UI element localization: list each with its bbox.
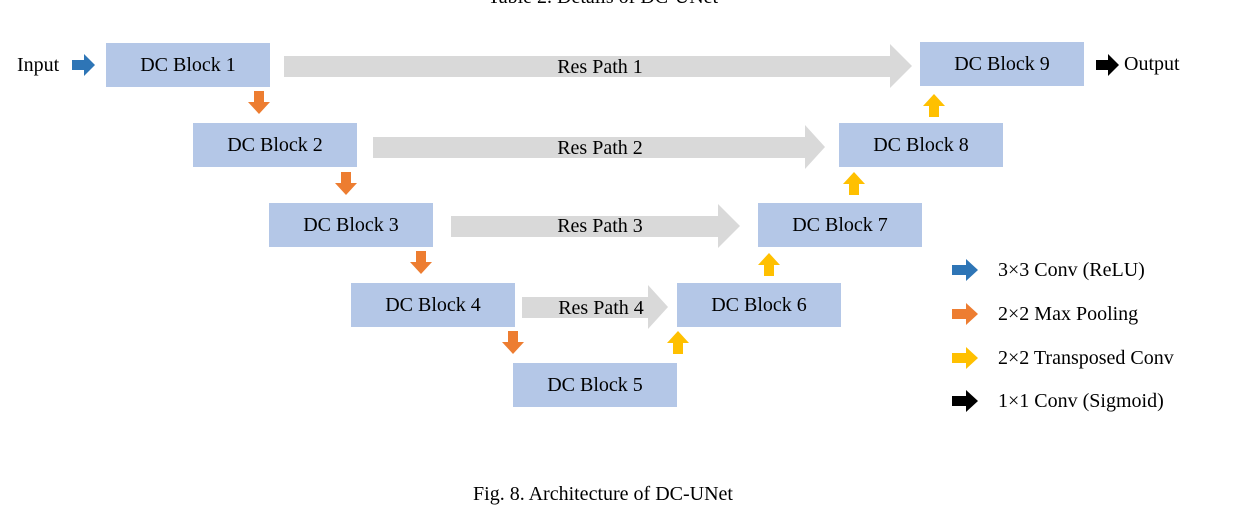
res-path-3-label: Res Path 3: [557, 215, 643, 237]
pool-arrow-1: [248, 91, 270, 114]
dc-block-6: DC Block 6: [677, 283, 841, 327]
res-path-4-label: Res Path 4: [558, 297, 644, 319]
legend-pool-arrow: [952, 303, 978, 325]
legend-sigmoid-arrow: [952, 390, 978, 412]
pool-arrow-3: [410, 251, 432, 274]
upconv-arrow-6-7: [758, 253, 780, 276]
upconv-arrow-5-6: [667, 331, 689, 354]
res-path-4-arrow: [522, 285, 668, 329]
upconv-arrow-7-8: [843, 172, 865, 195]
res-path-1-arrow: [284, 44, 912, 88]
pool-arrow-2: [335, 172, 357, 195]
res-path-1-label: Res Path 1: [557, 56, 643, 78]
input-label: Input: [17, 54, 60, 76]
upconv-arrow-8-9: [923, 94, 945, 117]
legend-sigmoid-label: 1×1 Conv (Sigmoid): [998, 390, 1164, 412]
dc-block-9: DC Block 9: [920, 42, 1084, 86]
res-path-3-arrow: [451, 204, 740, 248]
legend-pool-label: 2×2 Max Pooling: [998, 303, 1139, 325]
dc-block-4: DC Block 4: [351, 283, 515, 327]
figure-caption: Fig. 8. Architecture of DC-UNet: [473, 483, 733, 505]
legend-transposed-label: 2×2 Transposed Conv: [998, 347, 1174, 369]
dc-block-2: DC Block 2: [193, 123, 357, 167]
dc-block-1: DC Block 1: [106, 43, 270, 87]
dc-block-3: DC Block 3: [269, 203, 433, 247]
legend-transposed-arrow: [952, 347, 978, 369]
input-conv-arrow: [72, 54, 95, 76]
res-path-2-label: Res Path 2: [557, 137, 643, 159]
output-label: Output: [1124, 53, 1180, 75]
partial-table-title: Table 2. Details of DC-UNet: [0, 0, 1206, 9]
legend-conv-label: 3×3 Conv (ReLU): [998, 259, 1145, 281]
dc-block-5: DC Block 5: [513, 363, 677, 407]
legend-conv-arrow: [952, 259, 978, 281]
dc-block-8: DC Block 8: [839, 123, 1003, 167]
dc-block-7: DC Block 7: [758, 203, 922, 247]
pool-arrow-4: [502, 331, 524, 354]
output-sigmoid-arrow: [1096, 54, 1119, 76]
res-path-2-arrow: [373, 125, 825, 169]
